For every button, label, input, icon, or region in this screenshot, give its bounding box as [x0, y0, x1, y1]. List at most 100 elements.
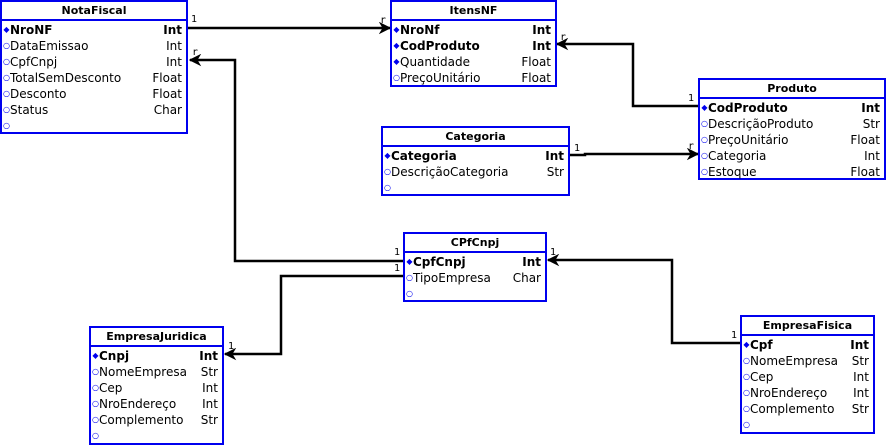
entity-title: ItensNF	[392, 2, 555, 21]
attribute-circle-icon: ○	[384, 183, 391, 192]
attribute-name: CpfCnpj	[10, 55, 58, 69]
attribute-circle-icon: ○	[3, 105, 10, 114]
attribute-circle-icon: ○	[92, 399, 99, 408]
attribute-circle-icon: ○	[743, 372, 750, 381]
attribute-type	[218, 428, 222, 444]
attribute-name: NroEndereço	[750, 386, 828, 400]
attribute-type: Int	[853, 370, 869, 384]
key-diamond-icon: ◆	[743, 340, 750, 349]
attribute-name: Cep	[750, 370, 774, 384]
attribute-circle-icon: ○	[406, 273, 413, 282]
attribute-type: Int	[166, 39, 182, 53]
attribute-row[interactable]: ○	[406, 286, 545, 302]
key-diamond-icon: ◆	[393, 25, 400, 34]
attribute-name: Cpf	[750, 338, 773, 352]
attribute-row[interactable]: ○CpfCnpj Int	[3, 54, 186, 70]
attribute-row[interactable]: ○	[743, 417, 873, 433]
key-diamond-icon: ◆	[393, 57, 400, 66]
attribute-row[interactable]: ○	[384, 180, 568, 196]
attribute-circle-icon: ○	[701, 167, 708, 176]
attribute-circle-icon: ○	[701, 151, 708, 160]
attribute-name: NomeEmpresa	[99, 365, 187, 379]
attribute-type: Int	[864, 149, 880, 163]
connector-categoria-produto	[570, 147, 700, 161]
cardinality-label: 1	[394, 263, 401, 274]
attribute-type: Str	[862, 117, 880, 131]
attribute-name	[413, 286, 541, 302]
attribute-type: Int	[532, 39, 551, 53]
attribute-circle-icon: ○	[701, 135, 708, 144]
attribute-row[interactable]: ○	[3, 118, 186, 134]
attribute-name	[391, 180, 564, 196]
attribute-circle-icon: ○	[743, 404, 750, 413]
attribute-type: Int	[199, 349, 218, 363]
attribute-name: DataEmissao	[10, 39, 89, 53]
attribute-row[interactable]: ○Cep Int	[743, 369, 873, 385]
attribute-row[interactable]: ○	[92, 428, 222, 444]
connector-empresafisica-cpfcnpj	[546, 253, 741, 345]
attribute-type: Char	[153, 103, 182, 117]
attribute-row[interactable]: ◆Quantidade Float	[393, 54, 555, 70]
cardinality-label: 1	[688, 93, 695, 104]
attribute-type	[869, 417, 873, 433]
attribute-type: Int	[166, 55, 182, 69]
attribute-type	[564, 180, 568, 196]
attribute-name: TipoEmpresa	[413, 271, 491, 285]
attribute-name: Complemento	[750, 402, 835, 416]
attribute-type: Float	[521, 55, 551, 69]
attribute-name: Quantidade	[400, 55, 471, 69]
attribute-name: Complemento	[99, 413, 184, 427]
entity-title: NotaFiscal	[2, 2, 186, 21]
attribute-row[interactable]: ◆CodProduto Int	[393, 38, 555, 54]
attribute-name: DescriçãoProduto	[708, 117, 814, 131]
entity-title: EmpresaFisica	[742, 317, 873, 336]
attribute-name: NroNf	[400, 23, 440, 37]
attribute-circle-icon: ○	[393, 73, 400, 82]
attribute-name: CodProduto	[400, 39, 480, 53]
cardinality-label: 1	[574, 143, 581, 154]
key-diamond-icon: ◆	[393, 41, 400, 50]
entity-title: Produto	[700, 80, 884, 99]
key-diamond-icon: ◆	[384, 151, 391, 160]
attribute-type: Float	[521, 71, 551, 85]
attribute-circle-icon: ○	[743, 388, 750, 397]
entity-title: CPfCnpj	[405, 234, 545, 253]
attribute-circle-icon: ○	[3, 57, 10, 66]
